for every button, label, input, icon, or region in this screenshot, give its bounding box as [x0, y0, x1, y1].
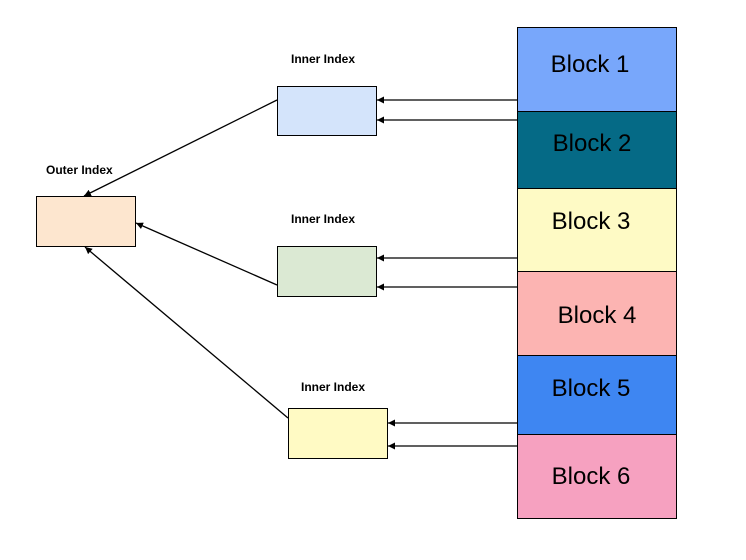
block-2-label: Block 2: [552, 130, 632, 157]
block-6-label: Block 6: [551, 462, 631, 490]
block-5-label: Block 5: [551, 375, 631, 402]
block-3: Block 3: [517, 188, 677, 272]
inner-index-1-label: Inner Index: [291, 52, 356, 66]
block-4-label: Block 4: [557, 301, 637, 329]
inner-index-3-box: [288, 408, 388, 459]
inner-index-2-label: Inner Index: [291, 212, 356, 226]
outer-index-box: [36, 196, 136, 247]
inner-index-2-box: [277, 246, 377, 297]
block-3-label: Block 3: [551, 208, 631, 235]
arrow-inner-index-2-to-outer-index: [135, 222, 278, 286]
arrow-inner-index-3-to-outer-index: [84, 246, 289, 419]
block-4: Block 4: [517, 271, 677, 356]
block-5: Block 5: [517, 355, 677, 435]
block-1-label: Block 1: [550, 50, 630, 78]
block-2: Block 2: [517, 111, 677, 189]
block-6: Block 6: [517, 434, 677, 519]
block-1: Block 1: [517, 27, 677, 112]
inner-index-3-label: Inner Index: [301, 380, 366, 394]
inner-index-1-box: [277, 86, 377, 136]
arrow-inner-index-1-to-outer-index: [83, 99, 278, 197]
outer-index-label: Outer Index: [46, 163, 113, 177]
